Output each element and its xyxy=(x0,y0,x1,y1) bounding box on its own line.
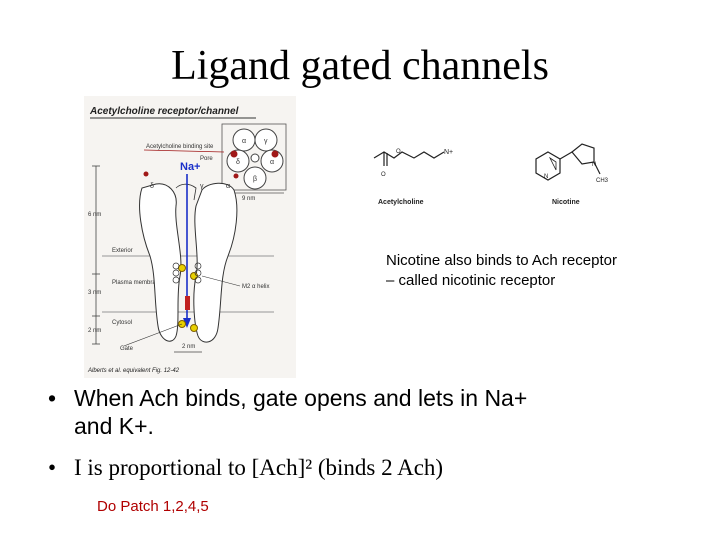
figure-credit: Alberts et al. equivalent Fig. 12-42 xyxy=(87,368,180,374)
svg-text:δ: δ xyxy=(236,159,240,166)
binding-site-dot-left xyxy=(230,150,238,158)
svg-text:γ: γ xyxy=(200,183,204,190)
svg-text:O: O xyxy=(381,172,386,178)
slide-title: Ligand gated channels xyxy=(171,43,549,89)
svg-text:δ: δ xyxy=(150,183,154,190)
svg-text:N: N xyxy=(592,162,596,168)
svg-text:β: β xyxy=(253,176,257,183)
pore-label: Pore xyxy=(200,156,213,162)
svg-text:2 nm: 2 nm xyxy=(182,344,195,350)
channel-side-view: δ γ α M2 α helix 2 nm xyxy=(123,171,269,353)
svg-text:γ: γ xyxy=(264,138,268,145)
subunit-top-view: α γ δ α β 9 nm xyxy=(221,123,287,202)
m2-helix-label: M2 α helix xyxy=(242,284,269,290)
svg-text:N+: N+ xyxy=(444,149,453,156)
svg-text:2 nm: 2 nm xyxy=(88,328,101,334)
svg-text:CH3: CH3 xyxy=(596,178,609,184)
nicotine-label: Nicotine xyxy=(552,199,580,206)
svg-text:α: α xyxy=(242,138,246,145)
cytosol-label: Cytosol xyxy=(112,320,132,326)
gate-marker xyxy=(185,296,190,310)
bullet-list: • When Ach binds, gate opens and lets in… xyxy=(44,384,704,482)
bullet-1-line-2: and K+. xyxy=(74,413,154,439)
ion-marker xyxy=(190,324,198,332)
molecule-structures: O O N+ Acetylcholine N N CH3 Nicotine xyxy=(373,143,609,206)
bullet-item: • When Ach binds, gate opens and lets in… xyxy=(44,384,704,440)
acetylcholine-receptor-figure: Acetylcholine receptor/channel α γ δ α β… xyxy=(84,96,296,378)
svg-text:6 nm: 6 nm xyxy=(88,212,101,218)
dimension-scale: 6 nm 3 nm 2 nm xyxy=(88,165,101,345)
patch-note: Do Patch 1,2,4,5 xyxy=(97,498,209,515)
ion-marker xyxy=(190,272,198,280)
svg-text:α: α xyxy=(270,159,274,166)
svg-text:3 nm: 3 nm xyxy=(88,290,101,296)
binding-site-dot-right xyxy=(271,150,279,158)
bullet-1-line-1: When Ach binds, gate opens and lets in N… xyxy=(74,385,528,411)
svg-text:α: α xyxy=(226,183,230,190)
figure-heading: Acetylcholine receptor/channel xyxy=(89,106,239,117)
bullet-2-text: I is proportional to [Ach]² (binds 2 Ach… xyxy=(74,455,444,480)
ion-marker xyxy=(178,264,186,272)
exterior-label: Exterior xyxy=(112,248,133,254)
nicotine-structure xyxy=(535,143,601,181)
svg-text:O: O xyxy=(396,149,401,155)
nicotine-note-line-1: Nicotine also binds to Ach receptor xyxy=(386,252,617,269)
binding-site-dot-side-left xyxy=(143,171,149,177)
binding-site-label: Acetylcholine binding site xyxy=(146,144,214,150)
width-label: 9 nm xyxy=(242,196,255,202)
bullet-dot: • xyxy=(48,385,57,411)
gate-label: Gate xyxy=(120,346,134,352)
ion-path-arrowhead xyxy=(183,318,191,328)
nicotine-note-line-2: – called nicotinic receptor xyxy=(386,272,556,289)
bullet-item: • I is proportional to [Ach]² (binds 2 A… xyxy=(44,454,704,482)
nicotine-note: Nicotine also binds to Ach receptor – ca… xyxy=(386,251,617,291)
acetylcholine-label: Acetylcholine xyxy=(378,199,424,206)
svg-text:N: N xyxy=(544,174,548,180)
plasma-membrane-label: Plasma membrane xyxy=(112,280,163,286)
binding-site-dot-side-right xyxy=(233,173,239,179)
bullet-dot: • xyxy=(48,455,57,480)
sodium-ion-label: Na+ xyxy=(180,161,201,173)
acetylcholine-structure xyxy=(373,151,445,166)
